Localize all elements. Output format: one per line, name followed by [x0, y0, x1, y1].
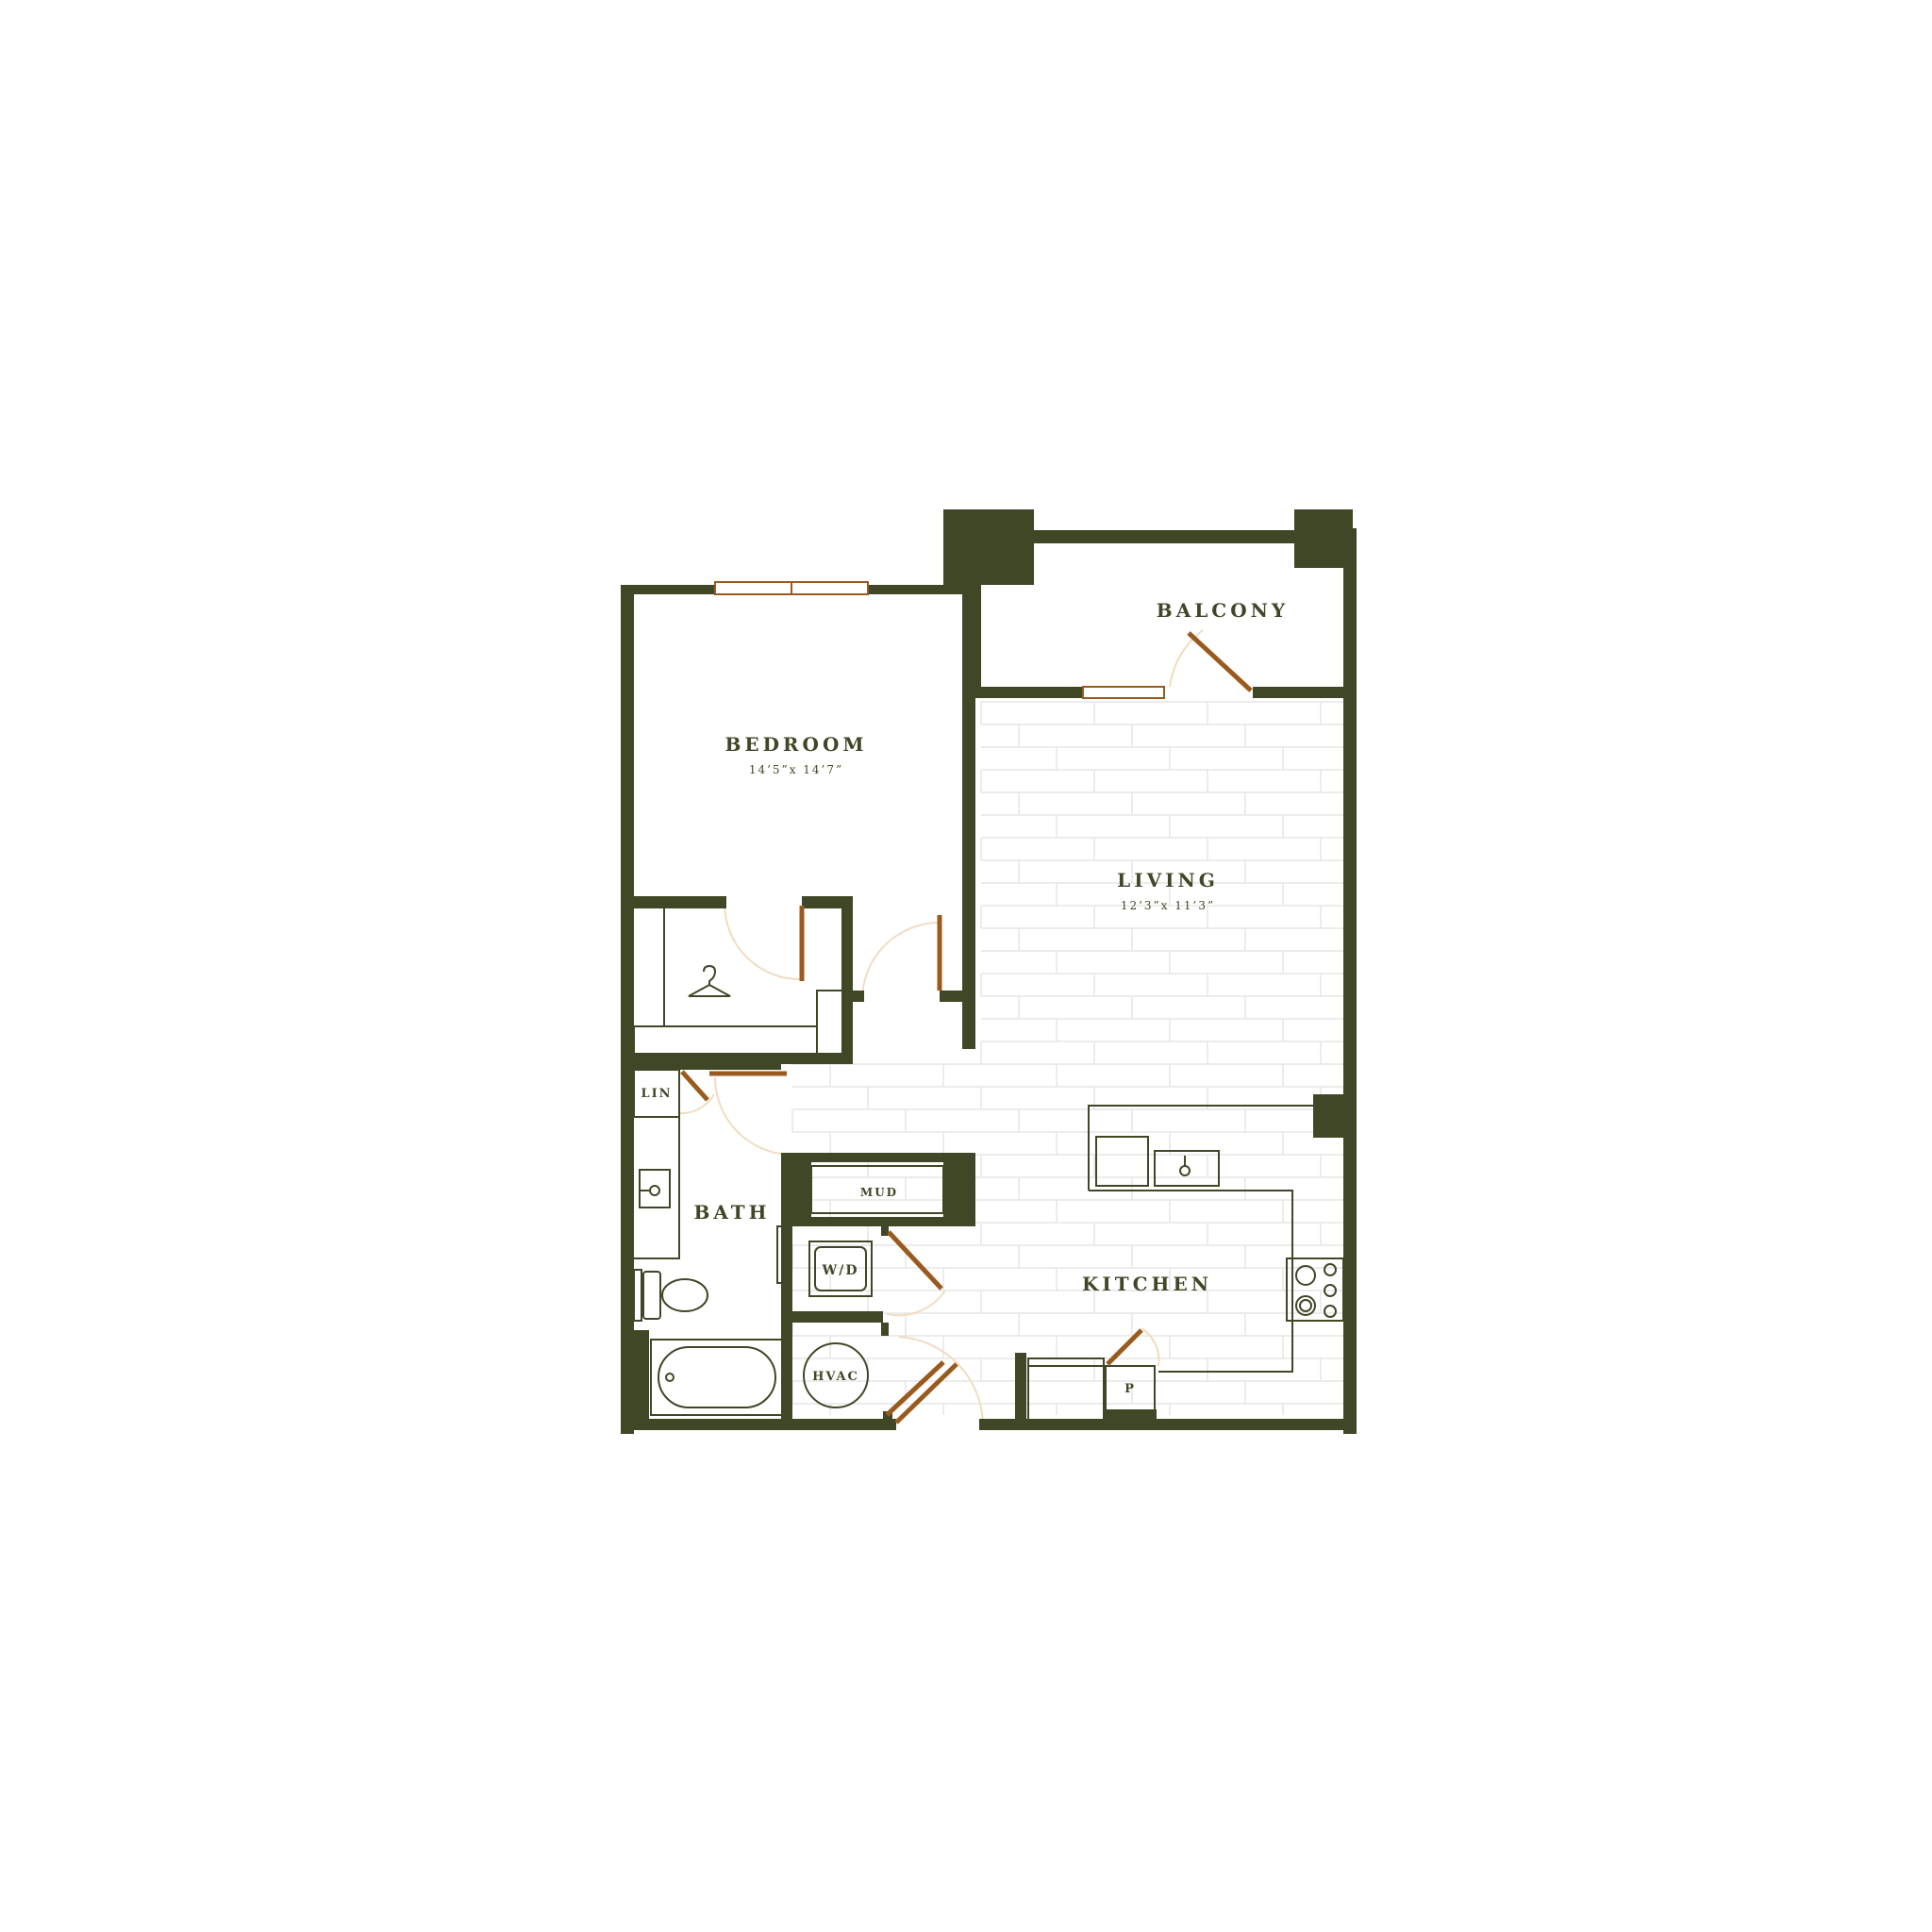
bath-vanity [634, 1116, 680, 1259]
room-dims-living: 12’3”x 11’3” [1121, 899, 1215, 912]
windows [714, 581, 1165, 699]
pantry-door [1106, 1328, 1143, 1366]
wall-left [621, 585, 634, 1434]
wall-mud-left [792, 1153, 811, 1219]
room-label-bath: BATH [693, 1201, 770, 1224]
wall-hvac-stub [881, 1323, 889, 1336]
wall-mud-bottom [792, 1217, 975, 1226]
wall-right [1343, 528, 1357, 1434]
wall-entry-stub [883, 1411, 892, 1424]
wall-closet-top-right [802, 896, 853, 908]
wall-tub-block [621, 1330, 649, 1424]
wall-bath-top [621, 1064, 781, 1070]
entry-door-a [885, 1360, 945, 1417]
washer-dryer [808, 1241, 873, 1297]
wall-stub-bedroom [853, 991, 864, 1002]
door-swings [678, 629, 1204, 1424]
closet-door-swing [724, 903, 801, 980]
doors [680, 631, 1253, 1424]
room-label-bedroom: BEDROOM [724, 733, 867, 756]
bath-door-swing [714, 1076, 791, 1156]
wall-pantry-bottom [1104, 1409, 1157, 1423]
room-dims-bedroom: 14’5”x 14’7” [749, 763, 843, 776]
room-label-balcony: BALCONY [1157, 599, 1289, 622]
mud-label: MUD [860, 1186, 898, 1199]
walls [621, 509, 1357, 1434]
wall-bottom-right [979, 1419, 1357, 1430]
room-label-kitchen: KITCHEN [1082, 1273, 1212, 1295]
closet-shelf [633, 1025, 818, 1058]
linen-label: LIN [641, 1087, 672, 1101]
column-kitchen [1313, 1094, 1349, 1138]
wall-bedroom-right [962, 585, 975, 1049]
bathtub-icon [650, 1339, 784, 1416]
linen-door-swing [678, 1093, 715, 1115]
wood-floor [791, 701, 1343, 1415]
sink-icon [1179, 1165, 1191, 1176]
kitchen-counter-lower [1089, 1190, 1293, 1373]
pantry-label: P [1124, 1382, 1136, 1396]
hvac-door-swing [898, 1336, 984, 1424]
room-labels: BEDROOM 14’5”x 14’7” BALCONY LIVING 12’3… [693, 599, 1289, 1295]
wall-wd-bottom [792, 1311, 883, 1323]
bedroom-door-swing [861, 922, 941, 1001]
hvac-label: HVAC [812, 1370, 859, 1384]
toilet-icon [633, 1269, 642, 1322]
balcony-rail-top [1034, 530, 1296, 543]
balcony-door-swing [1169, 629, 1204, 688]
wall-balcony-bottom-right [1253, 687, 1347, 698]
column-top-left [943, 509, 1034, 585]
wall-closet-top-left [621, 896, 726, 908]
hanger-icon [688, 964, 731, 997]
wall-closet-bottom [621, 1053, 853, 1064]
wall-bath-right [781, 1153, 792, 1424]
wall-balcony-left [972, 585, 981, 698]
dishwasher [1095, 1136, 1149, 1187]
wall-wd-stub [881, 1226, 889, 1236]
entry-door-b [894, 1362, 958, 1424]
linen-door [680, 1070, 709, 1102]
wd-door-swing [886, 1290, 946, 1317]
refrigerator [1027, 1357, 1105, 1424]
sink-icon [639, 1169, 671, 1208]
pantry-door-swing [1141, 1327, 1160, 1367]
balcony-door [1187, 631, 1253, 692]
wall-balcony-bottom-left [972, 687, 1083, 698]
wall-fridge-left [1015, 1353, 1026, 1424]
wd-label: W/D [822, 1263, 859, 1278]
balcony-window [1082, 686, 1165, 699]
kitchen-sink [1154, 1150, 1220, 1187]
hvac-unit [803, 1342, 869, 1408]
wall-bottom-left [621, 1419, 896, 1430]
wall-mud-top [792, 1153, 975, 1162]
wall-mud-right [943, 1160, 975, 1224]
wall-closet-right [841, 896, 853, 1064]
closet-box [816, 990, 844, 1058]
wall-stub-living [940, 991, 966, 1002]
fixture-labels: LIN MUD W/D HVAC P [641, 1087, 1136, 1396]
room-label-living: LIVING [1117, 869, 1219, 891]
column-top-right [1294, 509, 1353, 568]
fixtures [633, 908, 1344, 1424]
wd-door [887, 1230, 943, 1291]
